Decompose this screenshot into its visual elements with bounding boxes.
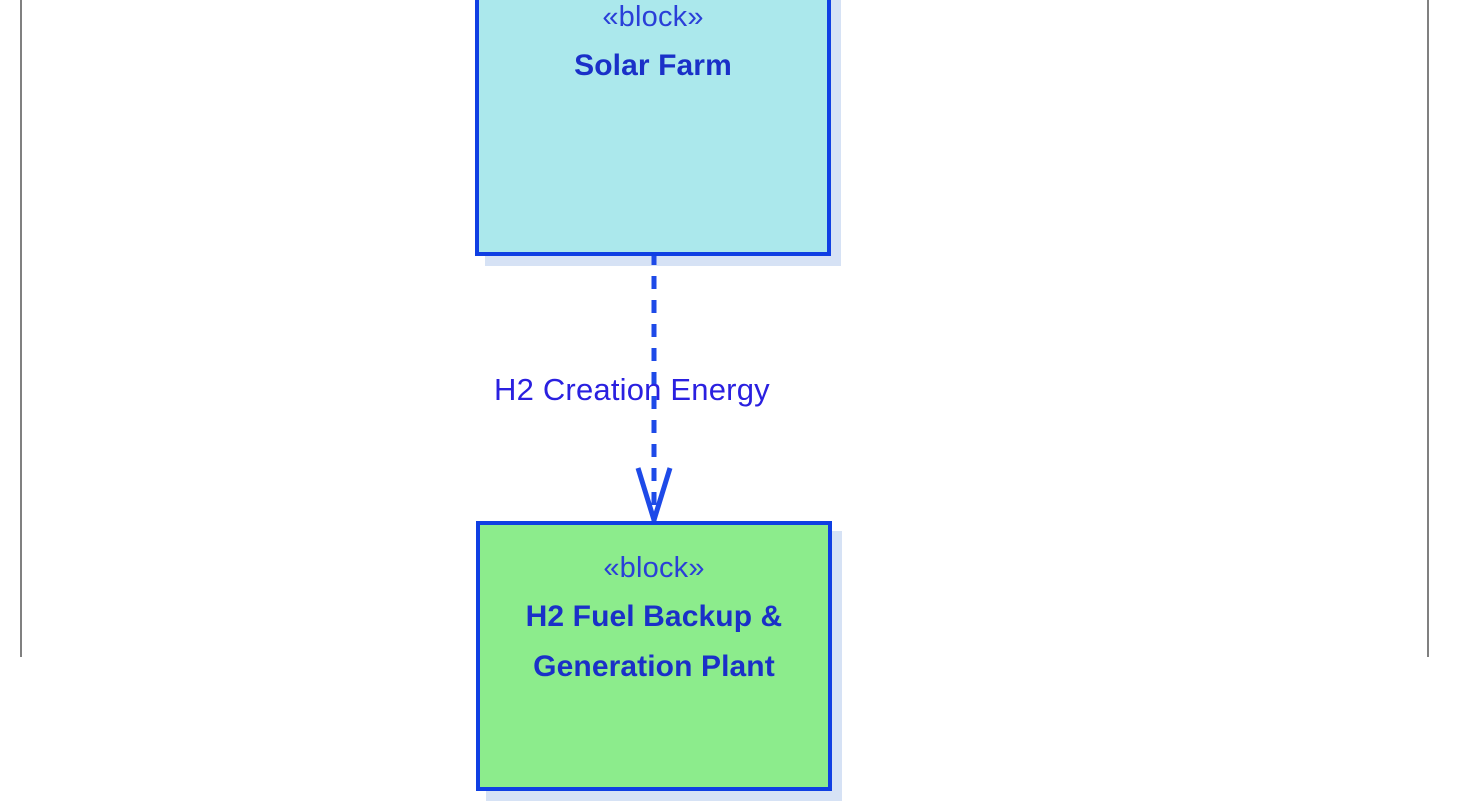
block-h2-fuel-backup-plant[interactable]: «block» H2 Fuel Backup & Generation Plan… — [476, 521, 832, 791]
block-stereotype: «block» — [603, 552, 705, 584]
dependency-connector[interactable] — [600, 250, 710, 530]
frame-rule-right — [1427, 0, 1429, 657]
diagram-canvas: «block» Solar Farm H2 Creation Energy «b… — [20, 0, 1429, 801]
block-title: Solar Farm — [574, 49, 732, 83]
block-stereotype: «block» — [602, 1, 704, 33]
block-title-line-1: H2 Fuel Backup & — [525, 600, 783, 634]
dependency-arrowhead-icon — [635, 467, 673, 529]
block-title-line-2: Generation Plant — [533, 650, 775, 684]
connector-label: H2 Creation Energy — [494, 372, 770, 407]
block-solar-farm[interactable]: «block» Solar Farm — [475, 0, 831, 256]
frame-rule-left — [20, 0, 22, 657]
